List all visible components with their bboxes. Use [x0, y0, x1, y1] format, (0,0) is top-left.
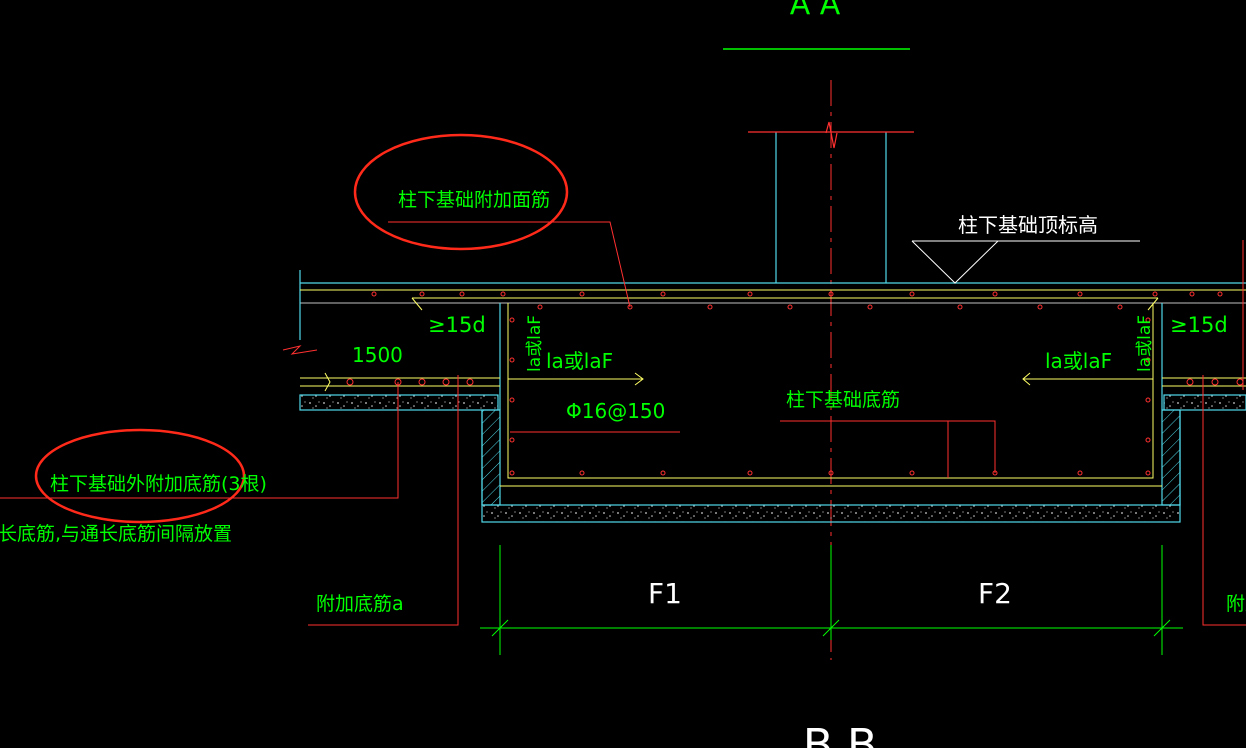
anchor-horizontal-right-label: la或laF: [1045, 349, 1112, 373]
bottom-section-label: B B: [803, 720, 877, 748]
left-bedding: [299, 394, 499, 411]
extra-bottom-bar-a-left-label: 附加底筋a: [316, 593, 404, 615]
extra-bottom-bar-a-left-callout: 附加底筋a: [308, 375, 459, 626]
extra-bottom-bar-a-right-callout: 附加: [1202, 375, 1246, 626]
dimension-line-f: [480, 545, 1183, 655]
top-section-mark: A A: [723, 0, 910, 50]
hook-15d-right-label: ≥15d: [1170, 313, 1228, 337]
break-symbol-center: [825, 121, 838, 149]
dim-1500-label: 1500: [352, 343, 403, 367]
foundation-bottom-bar-label: 柱下基础底筋: [786, 389, 900, 411]
hook-lines: [411, 297, 1159, 311]
top-section-label: A A: [790, 0, 841, 22]
side-bottom-rebar: [300, 372, 1246, 392]
extra-top-bar-callout: 柱下基础附加面筋: [353, 133, 631, 308]
break-symbol-left: [282, 345, 318, 355]
note-alternate-label: 长底筋,与通长底筋间隔放置: [0, 523, 232, 545]
dim-f1-label: F1: [648, 577, 682, 610]
slab-outline: [299, 270, 1246, 340]
top-rebar-dots: [371, 291, 1223, 310]
outer-extra-bottom-bar-label: 柱下基础外附加底筋(3根): [50, 473, 267, 495]
rebar-spec-callout: Φ16@150: [510, 399, 680, 433]
extra-top-bar-label: 柱下基础附加面筋: [398, 189, 550, 211]
pit-bedding: [481, 504, 1181, 523]
column-outline: [775, 132, 887, 283]
outer-extra-bottom-bar-callout: 柱下基础外附加底筋(3根): [0, 382, 399, 524]
elevation-marker: 柱下基础顶标高: [911, 213, 1140, 284]
pit-rebar: [500, 303, 1162, 487]
extra-bottom-bar-a-right-label: 附加: [1226, 593, 1246, 615]
right-bedding: [1163, 394, 1246, 411]
anchor-horizontal-left-label: la或laF: [546, 349, 613, 373]
dim-f2-label: F2: [978, 577, 1012, 610]
side-bottom-rebar-dots: [346, 378, 1244, 386]
foundation-top-elevation-label: 柱下基础顶标高: [958, 213, 1098, 237]
anchor-vertical-left-label: la或laF: [525, 315, 545, 372]
rebar-spec-label: Φ16@150: [566, 399, 665, 423]
foundation-bottom-bar-callout: 柱下基础底筋: [780, 389, 996, 478]
pit-rebar-dots: [509, 317, 1151, 476]
anchor-vertical-right-label: la或laF: [1135, 315, 1155, 372]
hook-15d-left-label: ≥15d: [428, 313, 486, 337]
